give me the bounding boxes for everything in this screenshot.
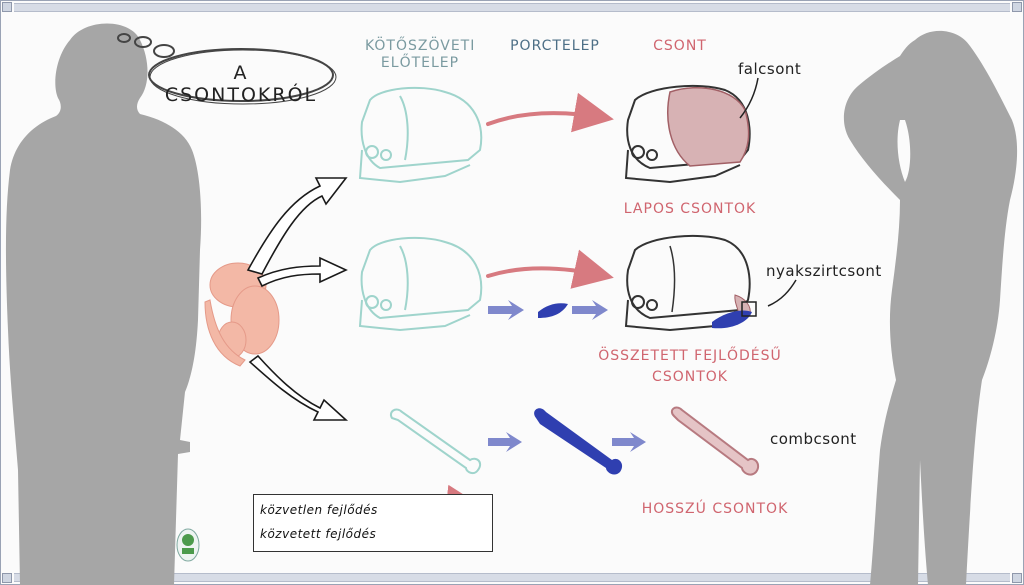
thought-bubble [117, 33, 337, 105]
cartilage-femur [534, 408, 623, 475]
man-silhouette [5, 23, 202, 585]
corner-handle-top-left [2, 2, 12, 12]
label-parietal: falcsont [738, 60, 802, 78]
branch-arrows [246, 177, 349, 421]
legend-indirect-label: közvetett fejlődés [260, 527, 377, 541]
direct-arrows [486, 92, 614, 289]
corner-handle-bottom-right [1012, 573, 1022, 583]
label-occipital: nyakszirtcsont [766, 262, 882, 280]
indirect-arrows [488, 300, 646, 452]
bone-femur [670, 406, 760, 476]
column-header-bone: CSONT [653, 38, 707, 54]
category-mixed-line1: ÖSSZETETT FEJLŐDÉSŰ [598, 348, 782, 364]
woman-silhouette [843, 30, 1018, 585]
category-long-bones: HOSSZÚ CSONTOK [641, 501, 789, 517]
label-femur: combcsont [770, 430, 857, 448]
column-header-connective-line1: KÖTŐSZÖVETI [365, 38, 476, 54]
bone-skull-top [624, 84, 751, 184]
category-mixed-line2: CSONTOK [652, 369, 728, 385]
connective-femur [390, 408, 482, 475]
corner-handle-bottom-left [2, 573, 12, 583]
embryo-figure [204, 262, 280, 367]
leader-lines [739, 77, 797, 307]
connective-skull-top [358, 86, 483, 184]
category-flat-bones: LAPOS CSONTOK [623, 201, 757, 217]
column-header-cartilage: PORCTELEP [510, 38, 600, 54]
scroll-edge-top [14, 3, 1010, 12]
scroll-edge-bottom [14, 573, 1010, 582]
frog-badge-logo [176, 528, 200, 562]
legend-direct-label: közvetlen fejlődés [260, 503, 378, 517]
corner-handle-top-right [1012, 2, 1022, 12]
legend-box: közvetlen fejlődés közvetett fejlődés [253, 494, 493, 552]
page-title: A CSONTOKRÓL [164, 62, 318, 106]
connective-skull-middle [358, 236, 483, 332]
bone-skull-middle [624, 234, 757, 332]
column-header-connective-line2: ELŐTELEP [380, 55, 460, 71]
